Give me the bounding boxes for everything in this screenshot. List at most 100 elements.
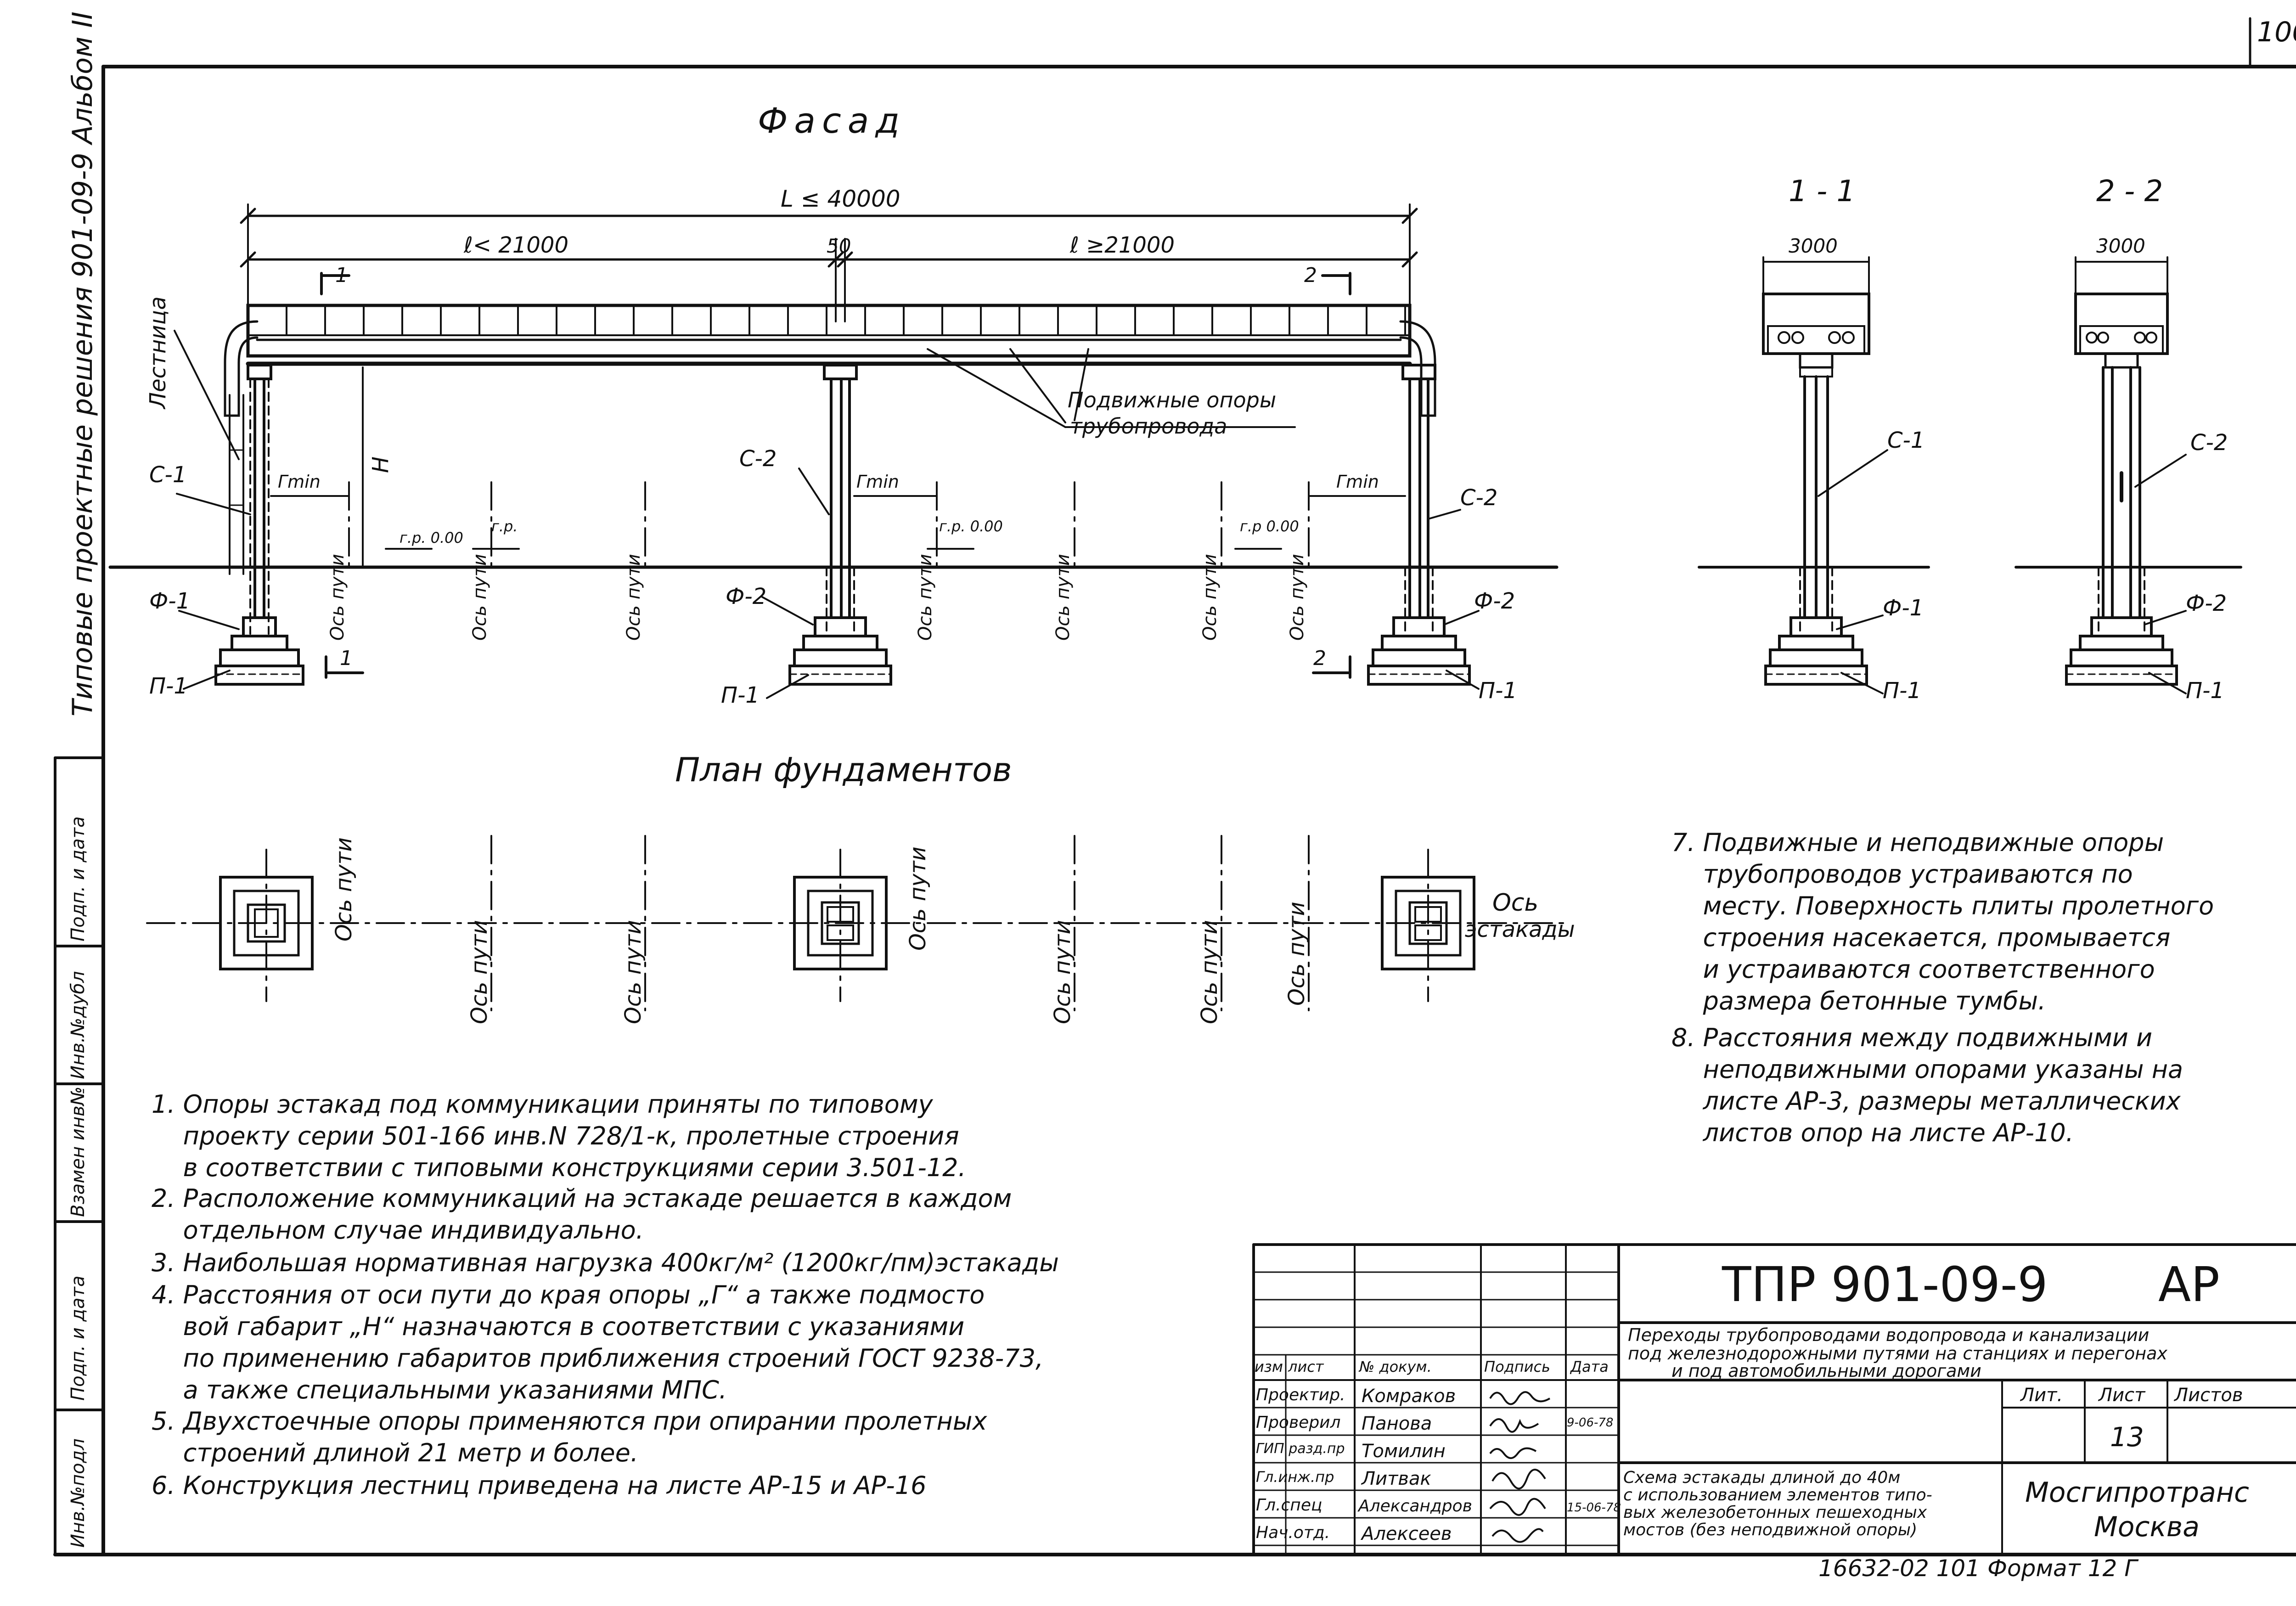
facade-track-axis-5: Ось пути [1052,554,1074,641]
page-number: 100 [2257,16,2296,48]
section-mark-2-top: 2 [1304,264,1317,287]
title-block-sheet-title-3: вых железобетонных пешеходных [1623,1503,1927,1522]
lit-header-lit: Лит. [2020,1385,2063,1406]
facade-span-right: ℓ ≥21000 [1070,232,1175,258]
section-1-1-title: 1 - 1 [1789,175,1856,208]
note-3: 3. Наибольшая нормативная нагрузка 400кг… [152,1248,1059,1277]
callout-supports-1: Подвижные опоры [1068,388,1277,412]
facade-track-axis-6: Ось пути [1199,554,1221,641]
staff-name-5: Александров [1358,1497,1472,1516]
title-block-project-1: Переходы трубопроводами водопровода и ка… [1628,1325,2150,1345]
section-2-2-f: Ф-2 [2186,591,2227,616]
section-1-1-f: Ф-1 [1883,595,1924,621]
lit-header-sheets: Листов [2174,1385,2243,1406]
label-f1: Ф-1 [149,588,191,614]
label-c2-middle: С-2 [739,446,777,472]
plan-axis-2: Ось пути [467,920,492,1024]
side-stamp-4: Инв.№дубл [68,971,89,1079]
section-2-2-p: П-1 [2186,678,2224,704]
section-mark-1-top: 1 [335,264,348,287]
side-stamp-1: Инв.№подл [68,1438,89,1548]
callout-supports-2: трубопровода [1070,414,1227,439]
lit-header-sheet: Лист [2099,1385,2145,1406]
label-rail-level-2: г.р. [491,518,518,535]
section-mark-1-bottom: 1 [340,647,353,670]
note-8: 8. Расстояния между подвижными и неподви… [1671,1023,2183,1147]
staff-date-5: 15-06-78 [1567,1501,1621,1515]
title-block-code: ТПР 901-09-9 [1722,1257,2048,1313]
note-1: 1. Опоры эстакад под коммуникации принят… [152,1090,966,1182]
facade-total-length: L ≤ 40000 [781,186,900,212]
note-7: 7. Подвижные и неподвижные опоры трубопр… [1671,828,2214,1015]
staff-role-2: Проверил [1256,1413,1341,1432]
staff-date-2: 9-06-78 [1567,1416,1614,1430]
signatures [1489,1391,1551,1543]
section-2-2-width: 3000 [2096,235,2145,257]
plan-axis-1: Ось пути [331,837,357,941]
note-2: 2. Расположение коммуникаций на эстакаде… [152,1184,1012,1245]
label-p1-middle: П-1 [721,682,760,708]
staff-name-1: Комраков [1362,1386,1456,1407]
label-rail-level-3: г.р. 0.00 [939,518,1003,535]
section-mark-2-bottom: 2 [1313,647,1326,670]
label-rail-level-4: г.р 0.00 [1240,518,1299,535]
staff-name-4: Литвак [1362,1468,1431,1489]
label-p1-left: П-1 [149,673,188,699]
section-1-1-p: П-1 [1883,678,1921,704]
sheet-frame [53,17,2296,1556]
section-2-2-c: С-2 [2190,430,2228,456]
note-5: 5. Двухстоечные опоры применяются при оп… [152,1407,987,1467]
staff-role-5: Гл.спец [1256,1496,1322,1515]
plan-title: План фундаментов [675,750,1012,789]
title-block-sheet-title-1: Схема эстакады длиной до 40м [1623,1468,1901,1487]
side-title: Типовые проектные решения 901-09-9 Альбо… [67,11,99,716]
label-rail-level-1: г.р. 0.00 [400,529,463,547]
ladder-label: Лестница [145,296,171,409]
section-1-1-c: С-1 [1887,428,1925,453]
label-p1-right: П-1 [1479,678,1517,704]
col-header-doc: № докум. [1359,1358,1432,1375]
note-4: 4. Расстояния от оси пути до края опоры … [152,1280,1044,1404]
section-2-2-title: 2 - 2 [2096,175,2163,208]
label-f2-middle: Ф-2 [726,584,767,609]
title-block-sheet-title-2: с использованием элементов типо- [1623,1486,1932,1505]
title-block-sheet-title-4: мостов (без неподвижной опоры) [1623,1521,1918,1539]
section-1-1-width: 3000 [1789,235,1838,257]
title-block-project-2: под железнодорожными путями на станциях … [1628,1343,2167,1364]
side-stamp-3: Взамен инв№ [68,1086,89,1217]
facade-title: Фасад [758,100,906,141]
label-rmin-3: Гmin [1336,472,1379,492]
plan-estacade-axis-1: Ось [1492,889,1539,917]
label-c1: С-1 [149,462,187,488]
title-block-org-2: Москва [2094,1511,2200,1543]
col-header-sign: Подпись [1484,1358,1550,1375]
staff-role-3: ГИП разд.пр [1256,1441,1345,1457]
facade-track-axis-7: Ось пути [1287,554,1308,641]
foundation-plan-drawing [146,835,1571,1011]
side-stamp-2: Подп. и дата [68,1275,89,1401]
plan-axis-7: Ось пути [1284,902,1310,1006]
staff-name-6: Алексеев [1362,1523,1452,1544]
title-block-org-1: Мосгипротранс [2025,1476,2250,1509]
plan-axis-6: Ось пути [1197,920,1222,1024]
facade-drawing [108,203,1559,699]
staff-role-6: Нач.отд. [1256,1523,1330,1542]
facade-span-left: ℓ< 21000 [464,232,568,258]
plan-axis-4: Ось пути [905,846,931,951]
facade-track-axis-1: Ось пути [327,554,348,641]
label-c2-right: С-2 [1460,485,1498,511]
label-rmin-1: Гmin [278,472,321,492]
col-header-date: Дата [1570,1358,1609,1375]
col-header-izm: изм [1255,1358,1283,1375]
col-header-list: лист [1288,1358,1324,1375]
facade-track-axis-2: Ось пути [469,554,490,641]
staff-role-1: Проектир. [1256,1386,1345,1404]
label-rmin-2: Гmin [856,472,899,492]
title-block-mark: АР [2158,1257,2220,1313]
label-f2-right: Ф-2 [1474,588,1515,614]
staff-name-3: Томилин [1362,1441,1446,1462]
plan-estacade-axis-2: эстакады [1465,917,1575,942]
facade-span-gap: 50 [827,235,851,257]
title-block-sheet-no: 13 [2110,1421,2144,1453]
